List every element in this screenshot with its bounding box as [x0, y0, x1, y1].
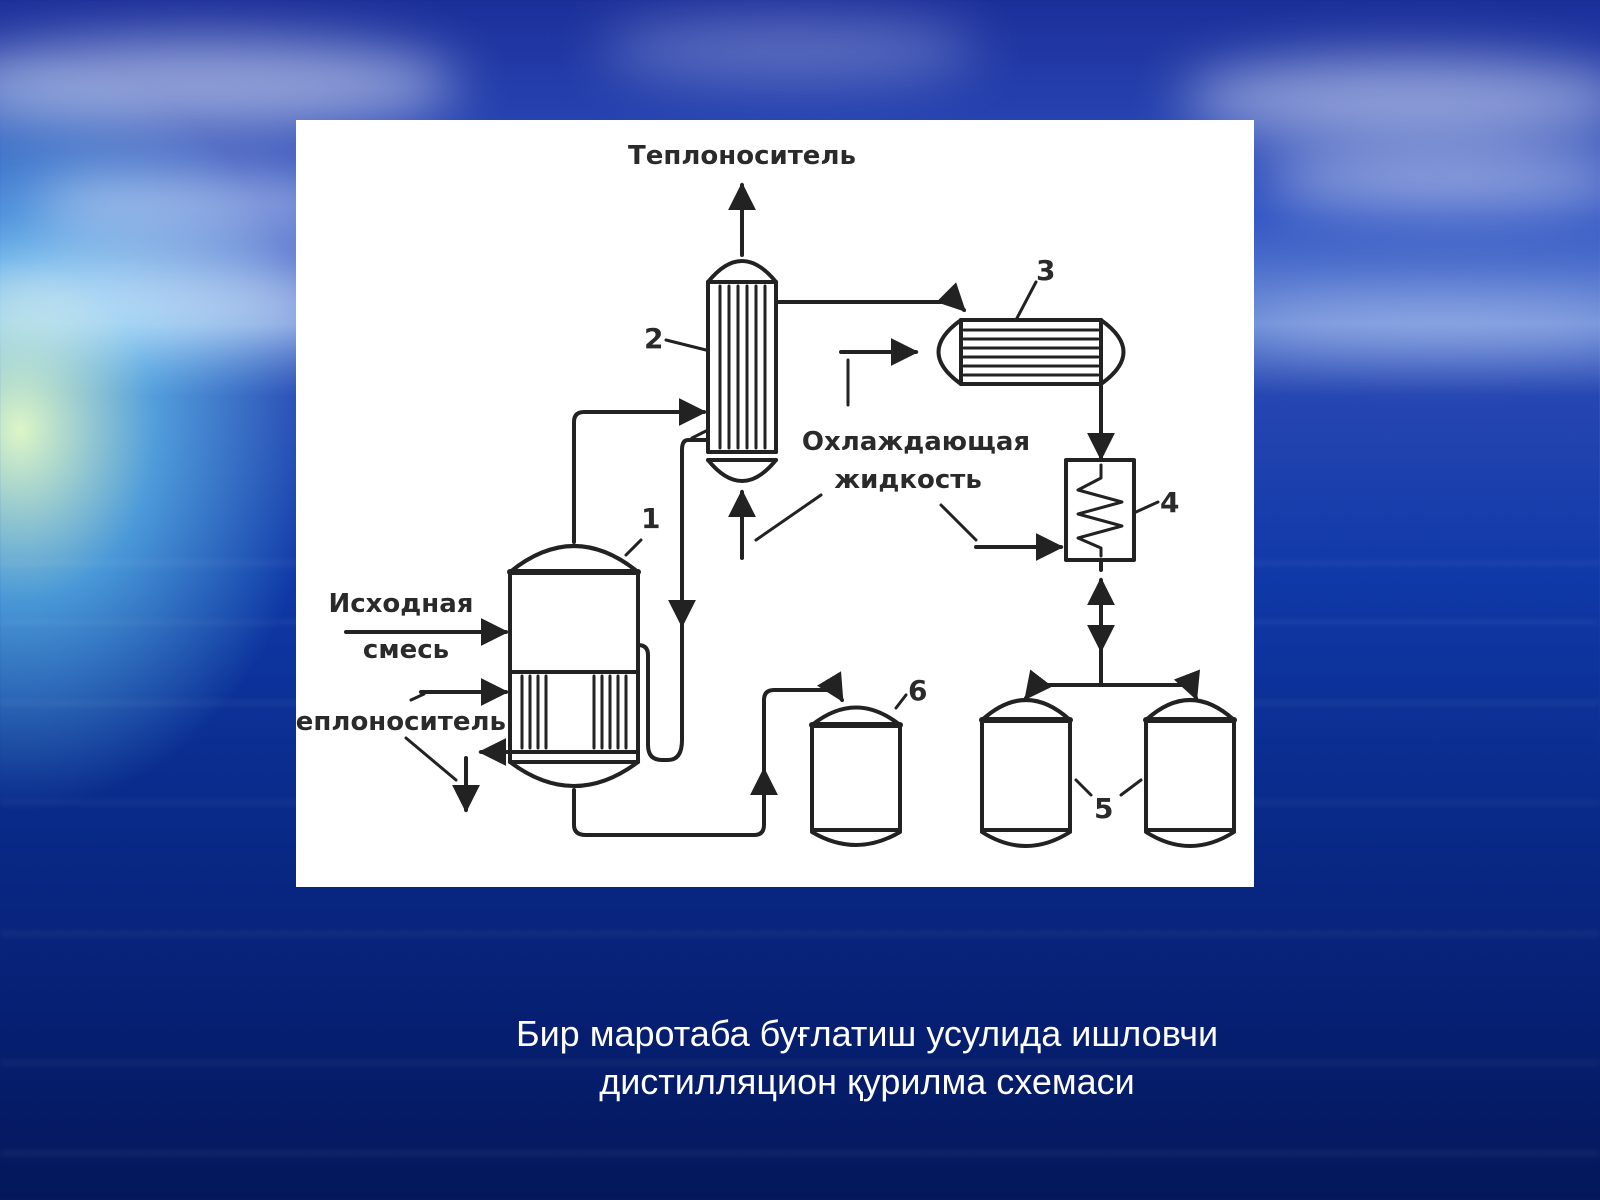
- label-feed-1: Исходная: [328, 589, 473, 619]
- label-cooling-liquid-2: жидкость: [834, 465, 982, 495]
- return-pipe-2-to-1: [636, 438, 710, 762]
- caption-line-1: Бир маротаба буғлатиш усулида ишловчи: [515, 1013, 1219, 1054]
- pipe-to-receiver-5a: [1024, 648, 1103, 701]
- vapor-pipe-1-to-2: [572, 398, 707, 544]
- distillation-diagram: Теплоноситель Охлаждающая жидкость Исход…: [296, 120, 1254, 887]
- number-5: 5: [1094, 792, 1113, 825]
- number-1: 1: [641, 502, 660, 535]
- tank-6: [809, 705, 903, 847]
- coolant-leader-2: [754, 493, 823, 542]
- number-6: 6: [908, 674, 927, 707]
- coolant-leader-4: [939, 503, 978, 542]
- slide-caption: Бир маротаба буғлатиш усулида ишловчи ди…: [400, 1010, 1334, 1106]
- pipe-to-receiver-5b: [1099, 669, 1201, 701]
- diagram-drawing: Теплоноситель Охлаждающая жидкость Исход…: [296, 141, 1237, 848]
- receiver-5b: [1143, 698, 1237, 848]
- label-feed-2: смесь: [363, 635, 449, 665]
- cooler-4: [1064, 458, 1136, 562]
- caption-line-2: дистилляцион қурилма схемаси: [599, 1061, 1135, 1102]
- evaporator-1: [507, 544, 641, 788]
- heat-exchanger-3: [936, 318, 1126, 386]
- receiver-5a: [979, 698, 1073, 848]
- number-2: 2: [644, 322, 663, 355]
- vapor-pipe-2-to-3: [774, 282, 966, 312]
- label-left-coolant: Теплоноситель: [296, 707, 506, 737]
- label-top-coolant: Теплоноситель: [628, 141, 856, 171]
- label-cooling-liquid-1: Охлаждающая: [802, 427, 1030, 457]
- condenser-2: [706, 259, 778, 483]
- number-3: 3: [1036, 254, 1055, 287]
- number-4: 4: [1160, 486, 1179, 519]
- drain-pipe-1-to-6: [572, 671, 844, 837]
